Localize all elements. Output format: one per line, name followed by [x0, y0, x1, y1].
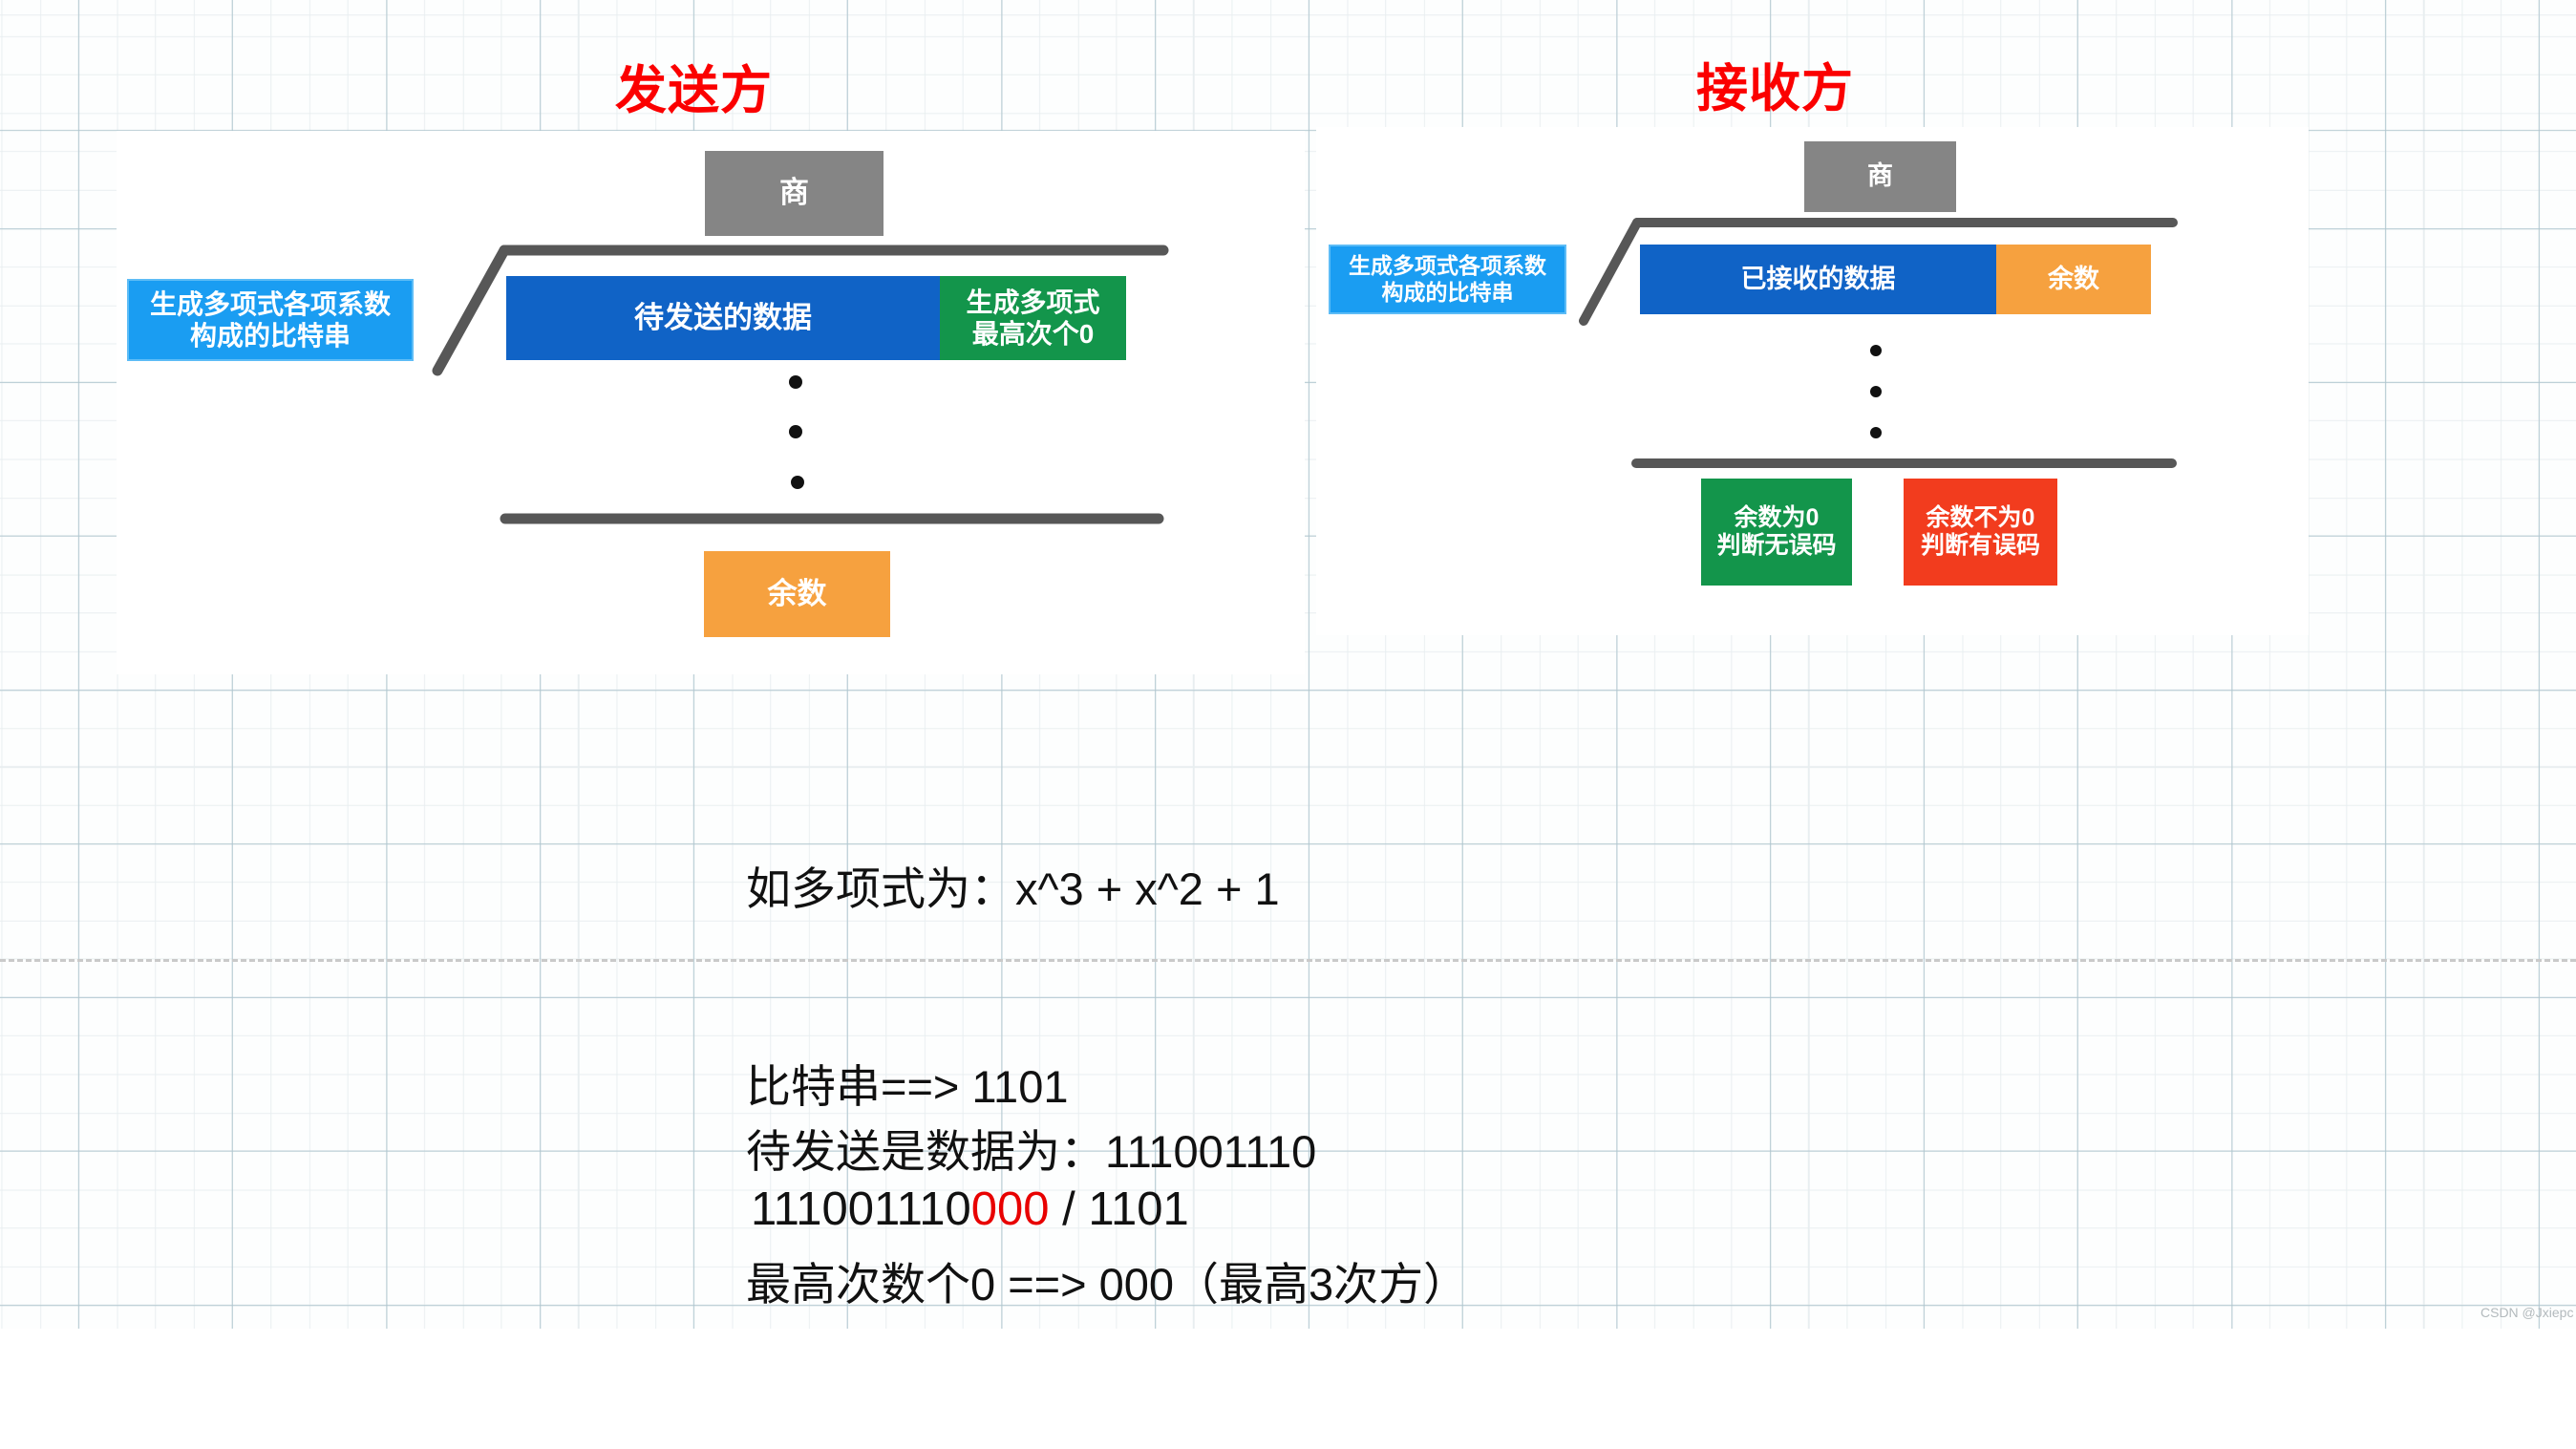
ellipsis-dot	[789, 375, 802, 389]
formula-dividend: 111001110	[751, 1183, 971, 1235]
ellipsis-dot	[1870, 427, 1882, 438]
sender-quotient-box: 商	[705, 151, 884, 236]
receiver-error-line2: 判断有误码	[1920, 532, 2040, 559]
ellipsis-dot	[791, 476, 804, 489]
receiver-division-bracket	[1579, 218, 2178, 468]
receiver-remainder-box: 余数	[1996, 245, 2151, 314]
note-data-to-send: 待发送是数据为：111001110	[746, 987, 1316, 1316]
receiver-error-line1: 余数不为0	[1926, 503, 2035, 531]
sender-dividend-box: 待发送的数据	[506, 276, 940, 360]
watermark: CSDN @Jxiepc	[2480, 1305, 2574, 1320]
receiver-no-error-box: 余数为0 判断无误码	[1701, 479, 1852, 586]
sender-dividend-label: 待发送的数据	[634, 300, 812, 334]
sender-divisor-line2: 构成的比特串	[189, 321, 351, 351]
formula-appended-zeros: 000	[970, 1183, 1050, 1235]
polynomial-notes: 如多项式为：x^3 + x^2 + 1 比特串==> 1101 最高次数个0 =…	[746, 724, 1468, 1449]
note-bitstring: 比特串==> 1101	[746, 1061, 1069, 1112]
receiver-remainder-label: 余数	[2048, 264, 2099, 293]
formula-divisor: / 1101	[1049, 1183, 1189, 1235]
receiver-divisor-line2: 构成的比特串	[1381, 279, 1514, 305]
sender-append-line2: 最高次个0	[971, 319, 1095, 349]
division-formula: 111001110000 / 1101	[751, 1183, 1189, 1236]
sender-remainder-label: 余数	[767, 576, 827, 610]
sender-append-line1: 生成多项式	[966, 287, 1100, 317]
ellipsis-dot	[789, 425, 802, 438]
receiver-no-error-line2: 判断无误码	[1716, 532, 1837, 559]
receiver-quotient-label: 商	[1867, 161, 1893, 191]
receiver-panel: 商 生成多项式各项系数 构成的比特串 已接收的数据 余数 余数为0 判断无误码 …	[1316, 127, 2309, 635]
sender-division-bracket	[432, 245, 1169, 524]
note-polynomial: 如多项式为：x^3 + x^2 + 1	[746, 863, 1280, 914]
note-data-to-send-text: 待发送是数据为：111001110	[746, 1126, 1317, 1177]
sender-appended-zeros-box: 生成多项式 最高次个0	[940, 276, 1126, 360]
sender-quotient-label: 商	[779, 176, 809, 210]
receiver-divisor-line1: 生成多项式各项系数	[1349, 253, 1546, 279]
receiver-dividend-box: 已接收的数据	[1640, 245, 1996, 314]
sender-divisor-box: 生成多项式各项系数 构成的比特串	[127, 279, 414, 361]
sender-panel: 商 生成多项式各项系数 构成的比特串 待发送的数据 生成多项式 最高次个0 余数	[117, 131, 1305, 674]
sender-title: 发送方	[615, 62, 773, 119]
dashed-divider-line	[0, 959, 2576, 962]
sender-remainder-box: 余数	[704, 551, 890, 637]
receiver-error-box: 余数不为0 判断有误码	[1904, 479, 2057, 586]
receiver-title: 接收方	[1696, 60, 1854, 117]
receiver-quotient-box: 商	[1804, 141, 1956, 212]
note-zeros: 最高次数个0 ==> 000（最高3次方）	[746, 1259, 1469, 1310]
receiver-divisor-box: 生成多项式各项系数 构成的比特串	[1329, 245, 1566, 314]
receiver-no-error-line1: 余数为0	[1734, 503, 1820, 531]
sender-divisor-line1: 生成多项式各项系数	[149, 288, 391, 319]
grid-background: 发送方 接收方 商 生成多项式各项系数 构成的比特串 待发送的数据 生成多项式 …	[0, 0, 2576, 1329]
receiver-dividend-label: 已接收的数据	[1740, 264, 1896, 293]
ellipsis-dot	[1870, 345, 1882, 356]
ellipsis-dot	[1870, 386, 1882, 397]
